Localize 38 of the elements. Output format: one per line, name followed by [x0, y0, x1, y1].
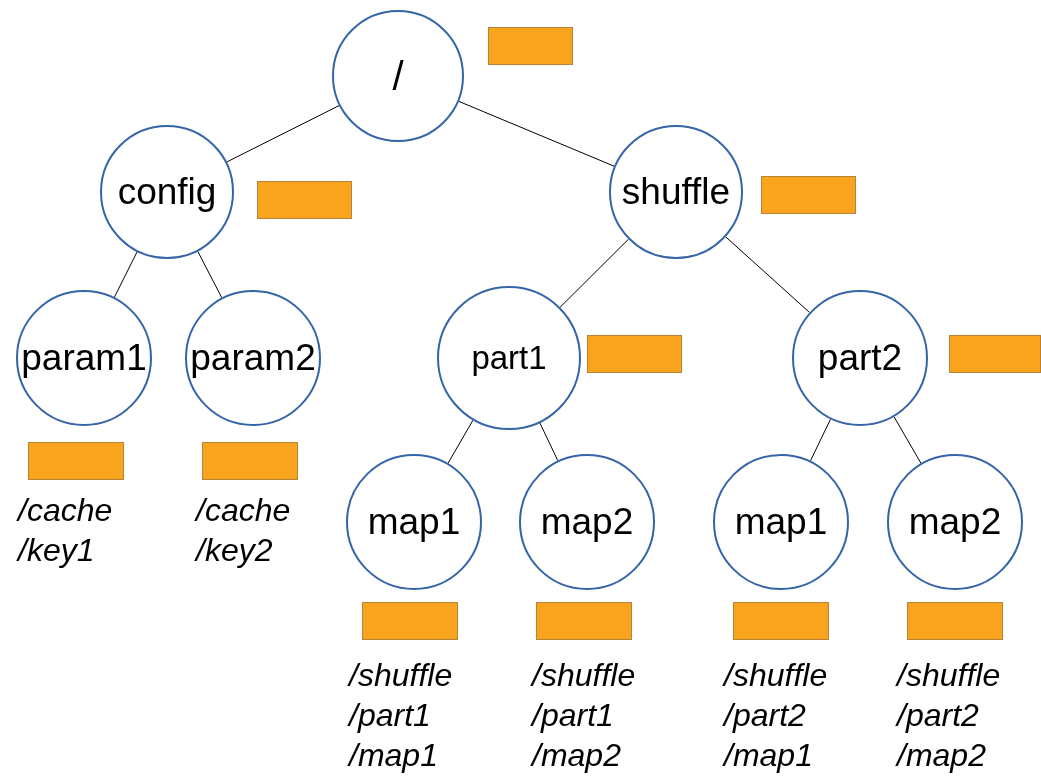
connector-line: [559, 238, 629, 308]
connector-line: [197, 251, 223, 299]
connector-line: [226, 105, 340, 163]
data-block: [362, 602, 458, 640]
data-block: [587, 335, 682, 373]
data-block: [949, 335, 1041, 373]
connector-line: [725, 236, 810, 313]
path-label: /cache /key2: [196, 491, 291, 570]
data-block: [202, 442, 298, 480]
connector-line: [447, 419, 474, 464]
path-label: /shuffle /part2 /map1: [724, 656, 828, 775]
node-label: shuffle: [621, 171, 731, 213]
node-label: param1: [21, 337, 147, 379]
data-block: [907, 602, 1003, 640]
path-label: /shuffle /part2 /map2: [897, 656, 1001, 775]
data-block: [488, 27, 573, 65]
data-block: [28, 442, 124, 480]
node-label: map2: [908, 501, 1002, 543]
data-block: [733, 602, 829, 640]
path-label: /shuffle /part1 /map2: [532, 656, 636, 775]
path-label: /shuffle /part1 /map1: [349, 656, 453, 775]
path-label: /cache /key1: [18, 491, 113, 570]
data-block: [257, 181, 352, 219]
connector-line: [458, 100, 615, 167]
node-label: part2: [817, 337, 903, 379]
node-label: /: [392, 53, 404, 99]
node-label: part1: [471, 339, 547, 377]
connector-line: [539, 422, 559, 462]
data-block: [536, 602, 632, 640]
node-label: config: [117, 171, 217, 213]
connector-line: [893, 416, 922, 464]
data-block: [761, 176, 856, 214]
node-label: map2: [540, 501, 634, 543]
node-label: map1: [367, 501, 461, 543]
connector-line: [810, 418, 831, 462]
connector-line: [113, 251, 138, 298]
node-label: map1: [734, 501, 828, 543]
node-label: param2: [190, 337, 316, 379]
